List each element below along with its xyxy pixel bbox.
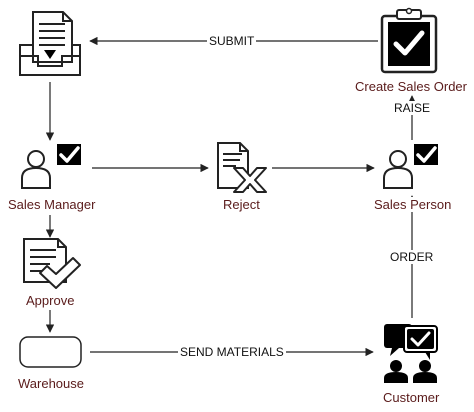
warehouse-label: Warehouse	[17, 376, 85, 391]
approve-label: Approve	[25, 293, 76, 308]
person-check-icon	[21, 144, 81, 189]
send-materials-edge-label: SEND MATERIALS	[178, 345, 286, 359]
document-x-icon	[217, 142, 267, 193]
submit-edge-label: SUBMIT	[207, 34, 257, 48]
person-check-icon	[383, 144, 438, 189]
order-edge-label: ORDER	[388, 250, 436, 264]
clipboard-check-icon	[380, 7, 438, 74]
customer-label: Customer	[382, 390, 441, 405]
create-sales-order-label: Create Sales Order	[354, 79, 468, 94]
raise-edge-label: RAISE	[392, 101, 433, 115]
reject-label: Reject	[222, 197, 261, 212]
rounded-box-icon	[19, 336, 82, 368]
document-inbox-icon	[19, 11, 81, 76]
sales-manager-label: Sales Manager	[7, 197, 97, 212]
sales-person-label: Sales Person	[373, 197, 453, 212]
people-chat-icon	[384, 324, 438, 383]
document-check-icon	[23, 238, 81, 289]
